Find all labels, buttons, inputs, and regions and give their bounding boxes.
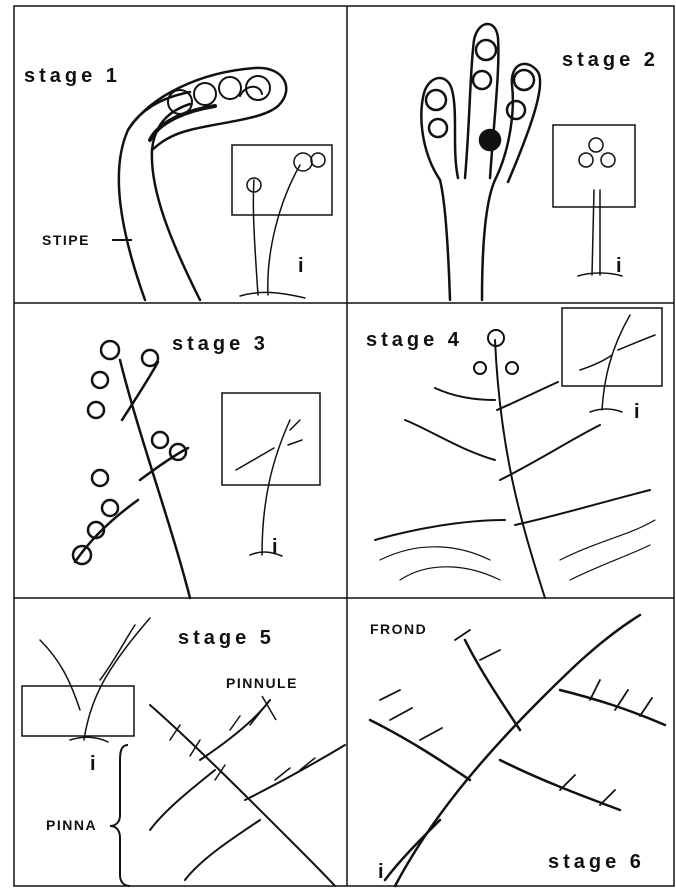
stage-4-label: stage 4 xyxy=(366,329,463,351)
stage-4-inset-box xyxy=(562,308,662,386)
stage-1-inset-marker: i xyxy=(298,255,304,277)
stage-2-inset-marker: i xyxy=(616,255,622,277)
stage-4-inset-plant xyxy=(580,315,655,412)
panel-stage-4: stage 4 i xyxy=(366,308,662,598)
stage-6-inset-marker: i xyxy=(378,861,384,883)
stage-2-fronds-illustration xyxy=(421,24,540,300)
stage-1-inset-plant xyxy=(240,153,325,298)
stage-3-frond-illustration xyxy=(73,341,190,598)
stage-5-inset-box xyxy=(22,686,134,736)
stage-5-inset-marker: i xyxy=(90,753,96,775)
panel-grid xyxy=(14,6,674,886)
stage-5-label: stage 5 xyxy=(178,627,275,649)
stage-3-inset-marker: i xyxy=(272,536,278,558)
stage-3-inset-box xyxy=(222,393,320,485)
panel-stage-2: stage 2 i xyxy=(421,24,659,300)
stage-6-frond-illustration xyxy=(370,615,665,886)
panel-stage-6: FROND i stage 6 xyxy=(370,615,665,886)
stipe-label: STIPE xyxy=(42,232,90,248)
panel-stage-1: stage 1 STIPE i xyxy=(24,65,332,300)
stage-3-inset-plant xyxy=(236,420,302,556)
pinna-bracket xyxy=(110,745,130,886)
stage-1-label: stage 1 xyxy=(24,65,121,87)
stage-4-inset-marker: i xyxy=(634,401,640,423)
panel-stage-5: stage 5 i PINNULE PINNA xyxy=(22,618,345,886)
pinna-label: PINNA xyxy=(46,817,97,833)
stage-5-frond-illustration xyxy=(150,700,345,886)
pinnule-label: PINNULE xyxy=(226,675,298,691)
stage-2-label: stage 2 xyxy=(562,49,659,71)
panel-stage-3: stage 3 i xyxy=(73,333,320,598)
stage-4-frond-illustration xyxy=(375,330,655,598)
stage-6-label: stage 6 xyxy=(548,851,645,873)
frond-label: FROND xyxy=(370,621,427,637)
stage-3-label: stage 3 xyxy=(172,333,269,355)
